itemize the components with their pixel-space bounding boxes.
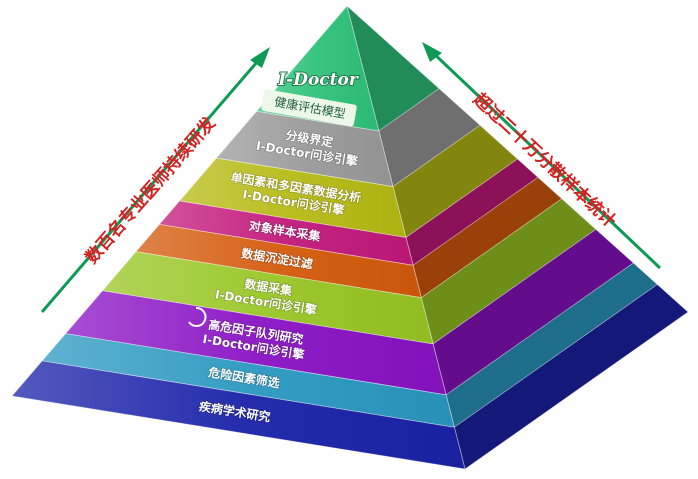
pyramid-layer-gloss [42,333,455,428]
pyramid-layer-gloss [12,360,465,469]
apex-subtitle-panel [261,89,357,127]
up-arrow-icon [250,47,270,68]
pyramid-layer-gloss [102,251,434,344]
pyramid-layer-gloss [216,111,393,187]
pyramid-layer-gloss [159,201,414,266]
up-arrow-icon [422,42,442,62]
pyramid-layer-gloss [65,290,447,395]
left-arrow-line [40,54,265,313]
pyramid-layer-gloss [179,158,406,238]
refresh-icon [188,306,207,327]
apex-title: I-Doctor [277,70,359,90]
pyramid-layer-gloss [135,224,422,298]
right-arrow-line [428,48,662,270]
